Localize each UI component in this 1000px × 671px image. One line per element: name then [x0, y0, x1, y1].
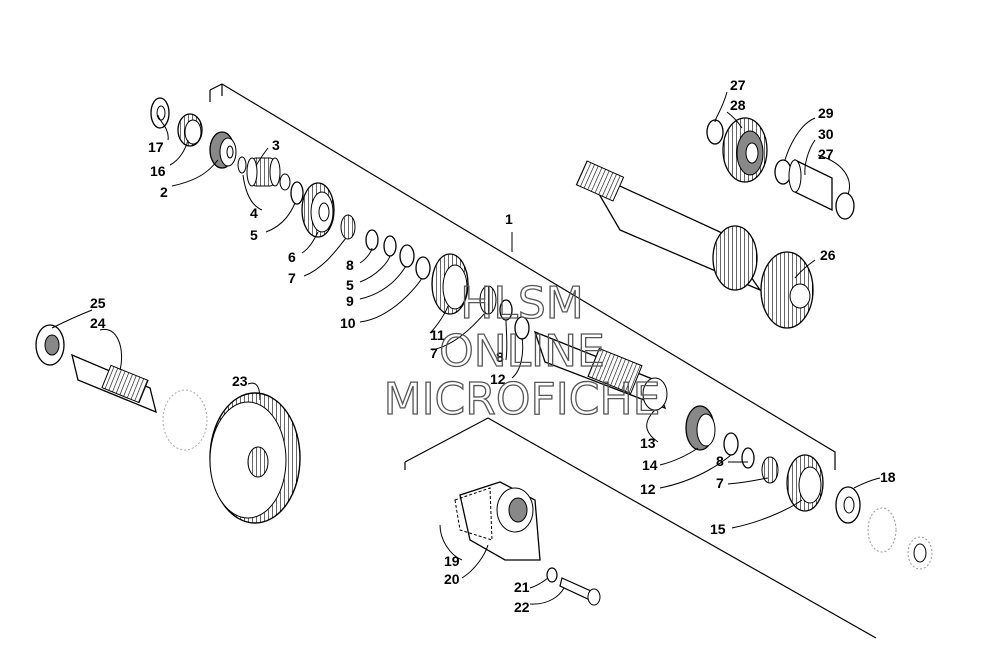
washer-17 [150, 97, 170, 129]
bolt-22 [559, 577, 601, 606]
driven-gear-23 [209, 392, 301, 524]
gasket-20 [454, 487, 493, 541]
callout-9: 9 [346, 293, 354, 309]
gear-6 [301, 182, 335, 238]
watermark: HLSM ONLINE MICROFICHE [383, 277, 661, 425]
callout-21: 21 [514, 579, 530, 595]
callout-10: 10 [340, 315, 356, 331]
callout-3: 3 [272, 137, 280, 153]
washer-21 [546, 567, 558, 583]
callout-12b: 12 [640, 481, 656, 497]
callout-7b: 7 [430, 345, 438, 361]
callout-16: 16 [150, 163, 166, 179]
washer-27b [835, 192, 855, 220]
callout-17: 17 [148, 139, 164, 155]
washer-18 [835, 486, 861, 524]
housing-19 [459, 481, 541, 561]
callout-2: 2 [160, 184, 168, 200]
shift-dog-2 [209, 131, 237, 169]
snap-ring-9 [399, 244, 415, 268]
watermark-line3: MICROFICHE [384, 374, 661, 425]
callout-4: 4 [250, 205, 258, 221]
assembly-bracket-1 [209, 83, 836, 470]
callout-5a: 5 [250, 227, 258, 243]
washer-27a [706, 119, 724, 145]
washer-5b [383, 235, 397, 257]
washer-5 [290, 181, 304, 205]
shift-dog-14 [685, 405, 716, 451]
callout-1: 1 [505, 211, 513, 227]
sub-assembly-bracket [404, 417, 877, 639]
watermark-line1: HLSM [460, 278, 584, 329]
washer-10 [415, 256, 431, 280]
bearing-7c [761, 456, 779, 484]
callout-15: 15 [710, 521, 726, 537]
gear-15 [786, 454, 824, 512]
ring-12b [723, 432, 739, 456]
bushing-29 [774, 159, 792, 185]
callout-28: 28 [730, 97, 746, 113]
splined-shaft-13 [533, 330, 668, 411]
callout-27b: 27 [818, 146, 834, 162]
callout-23: 23 [232, 373, 248, 389]
callout-19: 19 [444, 553, 460, 569]
callout-20: 20 [444, 571, 460, 587]
washer-8c [741, 447, 755, 469]
gear-11 [431, 253, 469, 315]
callout-30: 30 [818, 126, 834, 142]
bearing-25 [35, 324, 65, 366]
callout-12a: 12 [490, 371, 506, 387]
callout-29: 29 [818, 105, 834, 121]
bearing-7b [479, 285, 497, 315]
sleeve-30 [788, 158, 833, 212]
callout-18: 18 [880, 469, 896, 485]
callout-13: 13 [640, 435, 656, 451]
callout-leaders [51, 91, 881, 605]
watermark-line2: ONLINE [439, 326, 605, 377]
bearing-7a [340, 214, 356, 240]
callout-5b: 5 [346, 277, 354, 293]
callout-26: 26 [820, 247, 836, 263]
callout-labels: 17 16 2 3 4 5 6 7 8 5 9 10 11 7 8 12 1 2… [90, 77, 896, 615]
callout-8b: 8 [496, 349, 504, 365]
callout-25: 25 [90, 295, 106, 311]
callout-8a: 8 [346, 257, 354, 273]
output-shaft-24 [71, 353, 157, 414]
gear-16 [177, 113, 203, 147]
bearing-3 [246, 157, 281, 187]
callout-8c: 8 [716, 453, 724, 469]
gear-28 [722, 117, 768, 183]
input-shaft-26 [575, 160, 814, 329]
callout-7c: 7 [716, 475, 724, 491]
callout-6: 6 [288, 249, 296, 265]
callout-11: 11 [430, 327, 445, 343]
callout-7a: 7 [288, 270, 296, 286]
bearing-23-ghost [162, 389, 208, 451]
ring-4 [237, 156, 291, 191]
callout-22: 22 [514, 599, 530, 615]
callout-14: 14 [642, 457, 658, 473]
washer-8a [365, 229, 379, 251]
callout-27a: 27 [730, 77, 746, 93]
callout-24: 24 [90, 315, 106, 331]
bearing-right [867, 507, 933, 570]
